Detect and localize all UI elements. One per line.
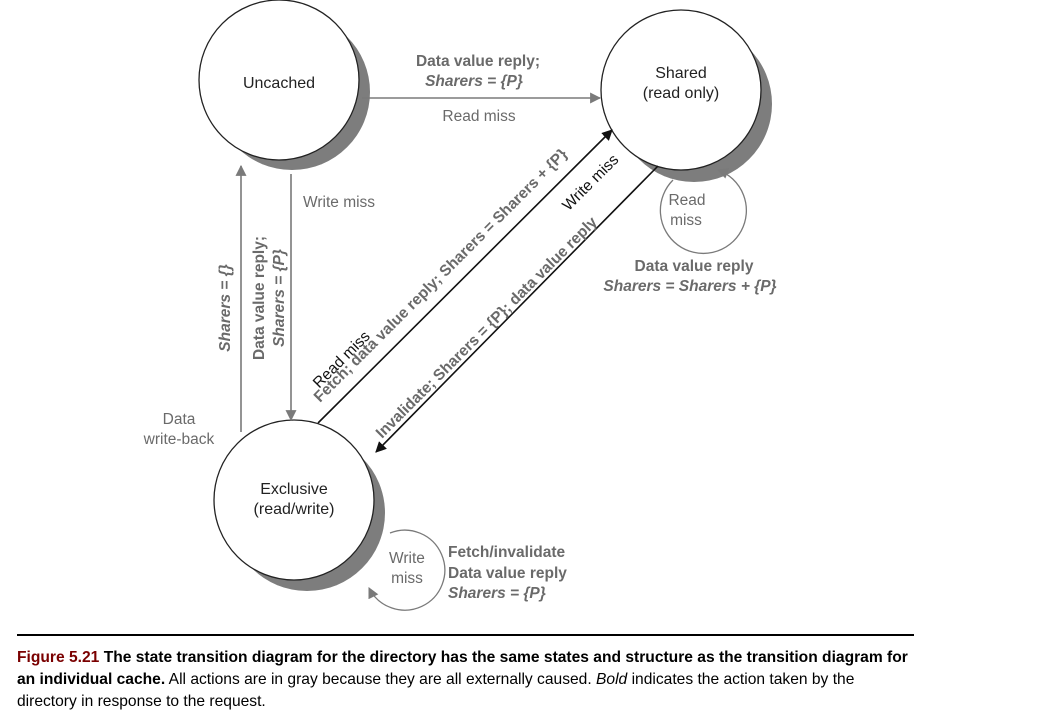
figure-caption: Figure 5.21 The state transition diagram… — [17, 647, 917, 713]
exclusive-self-event-line2: miss — [391, 570, 423, 587]
uncached-to-shared-event: Read miss — [442, 108, 515, 125]
shared-self-action-line1: Data value reply — [635, 258, 754, 275]
shared-self-event-line2: miss — [670, 212, 702, 229]
state-uncached-circle — [198, 0, 360, 161]
exclusive-self-loop — [368, 529, 446, 611]
figure-title: The state transition diagram for the dir… — [17, 649, 908, 688]
uncached-to-exclusive-action-line1: Data value reply; — [251, 236, 268, 360]
uncached-to-exclusive-event: Write miss — [303, 194, 375, 211]
state-exclusive: Exclusive (read/write) — [213, 419, 385, 591]
state-shared: Shared (read only) — [600, 9, 772, 182]
shared-self-event-line1: Read — [668, 192, 705, 209]
state-exclusive-label-line1: Exclusive — [260, 481, 328, 498]
arrow-shared-to-exclusive — [375, 165, 659, 453]
transition-uncached-to-exclusive: Write miss Data value reply; Sharers = {… — [251, 174, 375, 422]
shared-to-exclusive-event: Write miss — [559, 151, 622, 214]
exclusive-self-action-line1: Fetch/invalidate — [448, 544, 566, 561]
caption-text-before-emphasis: All actions are in gray because they are… — [168, 671, 592, 688]
exclusive-self-action-line2: Data value reply — [448, 565, 567, 582]
exclusive-to-uncached-event-line1: Data — [163, 411, 196, 428]
state-exclusive-label-line2: (read/write) — [254, 501, 335, 518]
transition-exclusive-to-shared: Read miss Fetch; data value reply; Share… — [310, 129, 613, 424]
exclusive-self-event-line1: Write — [389, 550, 425, 567]
transition-uncached-to-shared: Data value reply; Sharers = {P} Read mis… — [362, 53, 602, 125]
exclusive-to-uncached-action: Sharers = {} — [217, 264, 234, 351]
state-shared-label-line2: (read only) — [643, 85, 719, 102]
shared-self-loop — [659, 168, 748, 255]
state-exclusive-circle — [213, 419, 375, 581]
caption-rule — [17, 634, 914, 636]
transition-exclusive-to-uncached: Data write-back Sharers = {} — [143, 164, 247, 448]
state-uncached: Uncached — [198, 0, 370, 170]
caption-text-after-emphasis: indicates the action taken by the direct… — [17, 671, 855, 710]
caption-emphasis: Bold — [596, 671, 628, 688]
uncached-to-shared-action-line1: Data value reply; — [416, 53, 540, 70]
figure-number: Figure 5.21 — [17, 649, 100, 666]
state-shared-label-line1: Shared — [655, 65, 707, 82]
uncached-to-shared-action-line2: Sharers = {P} — [425, 73, 523, 90]
exclusive-to-uncached-event-line2: write-back — [143, 431, 215, 448]
arrow-exclusive-to-shared — [317, 129, 613, 424]
shared-to-exclusive-action: Invalidate; Sharers = {P}; data value re… — [373, 214, 601, 442]
state-transition-diagram: Uncached Shared (read only) Exclusive (r… — [143, 0, 777, 611]
state-uncached-label: Uncached — [243, 75, 315, 92]
shared-self-action-line2: Sharers = Sharers + {P} — [603, 278, 776, 295]
uncached-to-exclusive-action-line2: Sharers = {P} — [271, 249, 288, 347]
state-shared-circle — [600, 9, 762, 171]
transition-exclusive-self: Write miss Fetch/invalidate Data value r… — [368, 529, 567, 611]
transition-shared-self: Read miss Data value reply Sharers = Sha… — [603, 168, 777, 295]
exclusive-self-action-line3: Sharers = {P} — [448, 585, 546, 602]
